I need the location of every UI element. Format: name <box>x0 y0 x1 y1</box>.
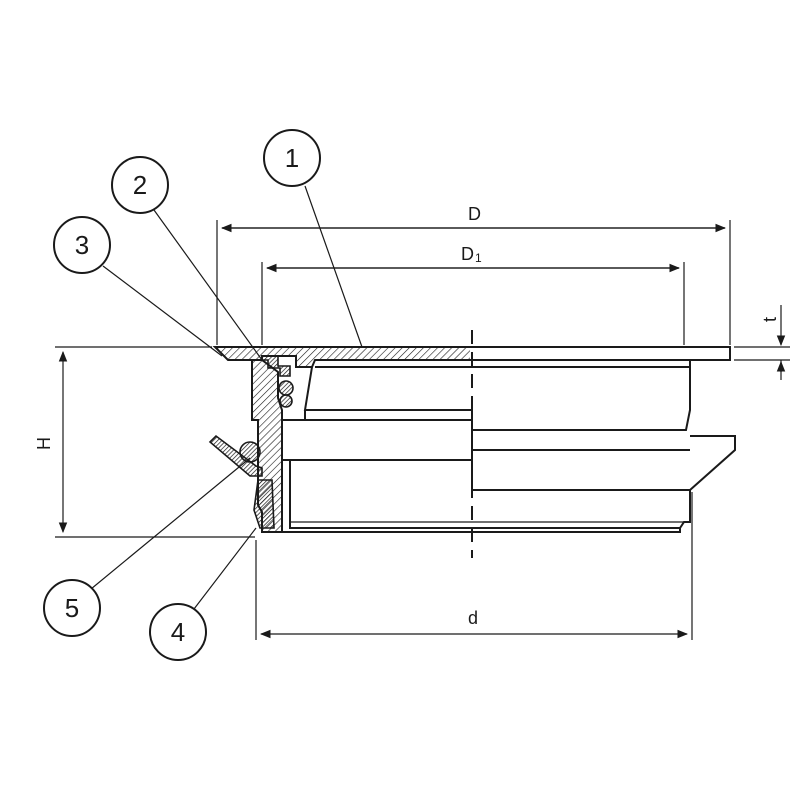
dimension-t: t <box>734 305 790 380</box>
flange-right-outline <box>470 346 731 361</box>
dimension-d: d <box>255 492 693 640</box>
outer-collar <box>471 435 736 491</box>
balloon-4-label: 4 <box>171 617 185 647</box>
dimension-D1-subscript: 1 <box>475 251 482 265</box>
inner-cylinder <box>282 360 691 431</box>
balloon-1: 1 <box>263 129 363 348</box>
dimension-t-label: t <box>760 317 780 322</box>
middle-band <box>281 420 690 461</box>
balloon-2-label: 2 <box>133 170 147 200</box>
dimension-H-label: H <box>34 437 54 450</box>
balloon-3-label: 3 <box>75 230 89 260</box>
balloon-4: 4 <box>149 527 257 661</box>
balloon-5-label: 5 <box>65 593 79 623</box>
clip-ball <box>239 441 261 463</box>
dimension-D-label: D <box>468 204 481 224</box>
retaining-clip <box>208 434 263 477</box>
balloon-3: 3 <box>53 216 223 357</box>
lower-gasket <box>253 479 275 529</box>
lower-cylinder <box>262 460 691 533</box>
dimension-d-label: d <box>468 608 478 628</box>
o-ring-lower <box>279 394 293 408</box>
clamp-ring <box>261 355 291 377</box>
dimension-D: D <box>216 204 731 345</box>
dimension-D1-label: D <box>461 244 474 264</box>
balloon-2: 2 <box>111 156 263 361</box>
balloon-1-label: 1 <box>285 143 299 173</box>
o-ring-upper <box>278 380 294 396</box>
dimension-H: H <box>34 346 255 538</box>
balloon-5: 5 <box>43 457 251 637</box>
dimension-D1: D 1 <box>261 244 685 345</box>
